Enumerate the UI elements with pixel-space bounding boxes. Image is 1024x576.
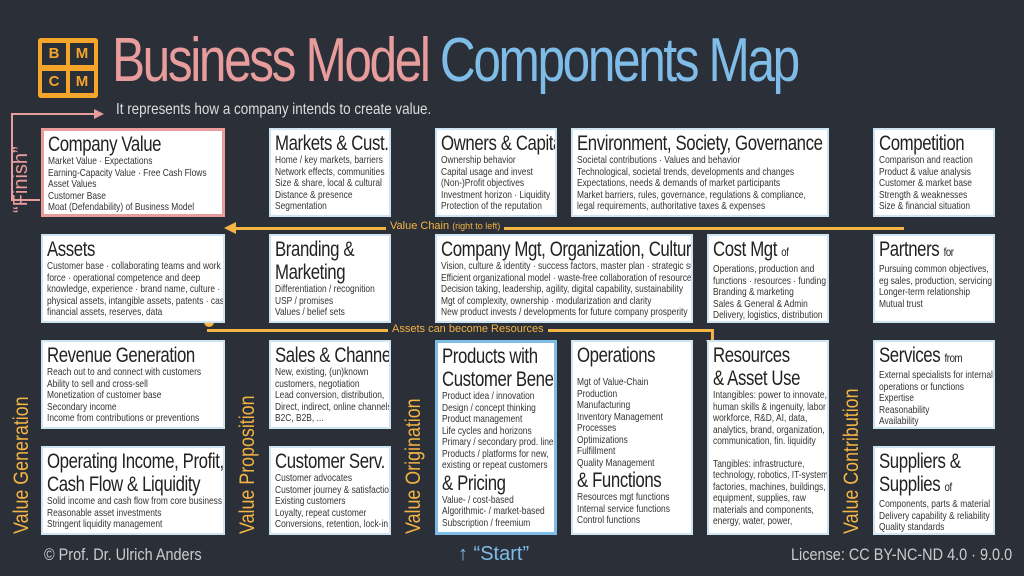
value-origination-label: Value Origination [402,398,425,534]
box-body: Solid income and cash flow from core bus… [47,495,223,530]
box-title: Operating Income, Profit, [47,450,224,473]
start-label: ↑ “Start” [458,543,530,565]
box-revenue-generation: Revenue Generation Reach out to and conn… [41,340,225,429]
title-part-business-model: Business Model [112,26,431,95]
box-title: Markets & Cust. [275,132,389,155]
box-title: Company Mgt, Organization, Culture [441,238,693,261]
value-generation-label: Value Generation [10,396,33,534]
box-body: Customer base · collaborating teams and … [47,260,225,318]
box-branding-marketing: Branding & Marketing Differentiation / r… [269,234,391,323]
box-title: Services from [879,344,963,367]
box-title: Customer Serv. [275,450,385,473]
box-title-line2: Customer Benefit [442,368,557,391]
box-body: Intangibles: power to innovate,human ski… [713,389,829,527]
box-markets-customers: Markets & Cust. Home / key markets, barr… [269,128,391,217]
box-body: Societal contributions · Values and beha… [577,154,806,212]
box-title: Company Value [48,133,162,156]
box-title-line2: Cash Flow & Liquidity [47,473,201,496]
box-company-value: Company Value Market Value · Expectation… [41,128,225,217]
box-assets: Assets Customer base · collaborating tea… [41,234,225,323]
value-contribution-label: Value Contribution [840,388,863,534]
box-body: Vision, culture & identity · success fac… [441,260,693,318]
value-chain-label: Value Chain (right to left) [386,220,505,232]
box-title-functions: & Functions [577,469,662,492]
box-title: Cost Mgt of [713,238,789,261]
box-products-customer-benefit: Products with Customer Benefit Product i… [435,340,557,535]
finish-label: “Finish” [10,146,32,213]
page-title: Business Model Components Map [112,26,800,96]
box-suppliers-supplies: Suppliers & Supplies of Components, part… [873,446,995,535]
copyright-text: © Prof. Dr. Ulrich Anders [44,545,202,564]
box-title: Partners for [879,238,954,261]
logo-letter: M [70,43,94,65]
box-sales-channels: Sales & Channels New, existing, (un)know… [269,340,391,429]
box-title: Resources [713,344,790,367]
bmcm-logo: B M C M [38,38,98,98]
box-title: Competition [879,132,965,155]
box-title: Operations [577,344,656,367]
assets-resources-label: Assets can become Resources [388,323,548,335]
license-text: License: CC BY-NC-ND 4.0 · 9.0.0 [790,545,1012,564]
value-chain-line [230,227,904,230]
box-title-line2: & Asset Use [713,367,801,390]
box-company-mgt-organization-culture: Company Mgt, Organization, Culture Visio… [435,234,693,323]
logo-letter: M [70,71,94,93]
value-proposition-label: Value Proposition [236,395,259,534]
box-title-pricing: & Pricing [442,471,506,495]
title-part-components-map: Components Map [439,26,800,95]
box-title: Owners & Capital [441,132,557,155]
box-partners: Partners for Pursuing common objectives,… [873,234,995,323]
box-title: Suppliers & [879,450,961,473]
box-title: Sales & Channels [275,344,391,367]
box-environment-society-governance: Environment, Society, Governance Societa… [571,128,829,217]
box-title-line2: Supplies of [879,473,952,496]
box-title: Branding & [275,238,355,261]
box-title: Revenue Generation [47,344,195,367]
box-title-line2: Marketing [275,261,346,284]
box-title: Products with [442,345,538,368]
logo-letter: B [42,43,66,65]
box-operating-income: Operating Income, Profit, Cash Flow & Li… [41,446,225,535]
logo-letter: C [42,71,66,93]
page-subtitle: It represents how a company intends to c… [116,101,432,118]
box-resources-asset-use: Resources & Asset Use Intangibles: power… [707,340,829,535]
box-title: Assets [47,238,96,261]
box-body: Pursuing common objectives,eg sales, pro… [879,263,992,310]
box-services: Services from External specialists for i… [873,340,995,429]
resources-down-line [711,329,714,340]
box-title: Environment, Society, Governance [577,132,823,155]
